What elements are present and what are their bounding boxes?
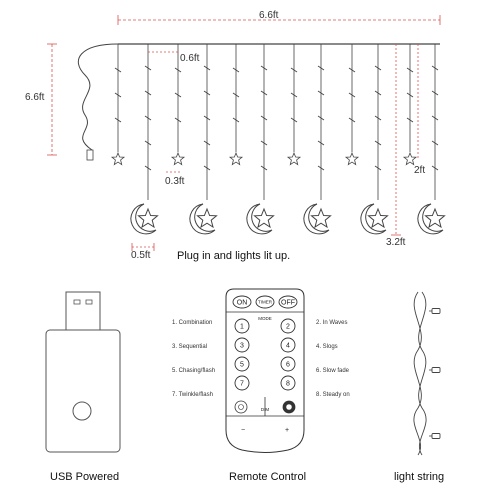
dim-label: DIM: [261, 407, 270, 412]
dim-down-button[interactable]: [234, 400, 248, 414]
mode-description: 1. Combination: [172, 320, 213, 326]
mode-button-label: 7: [240, 381, 244, 388]
led-bulb-icon: [428, 433, 441, 439]
drop-spacing-label: 0.6ft: [180, 53, 200, 64]
mode-description: 6. Slow fade: [316, 368, 350, 374]
mode-button-label: 5: [240, 362, 244, 369]
sun-bright-icon: [286, 404, 292, 410]
moon-star-icon: [246, 203, 274, 235]
short-drop-label: 2ft: [414, 165, 426, 176]
mode-button-3[interactable]: [234, 337, 250, 353]
light-drops: [111, 44, 445, 235]
moon-star-icon: [303, 203, 331, 235]
on-label: ON: [237, 300, 248, 307]
star-spacing-label: 0.3ft: [165, 176, 185, 187]
remote-number-buttons: 1 2 3 4 5 6 7 8: [234, 318, 296, 391]
mode-button-5[interactable]: [234, 356, 250, 372]
star-icon: [111, 152, 125, 166]
plus-label: +: [285, 427, 289, 434]
light-string-icon: [413, 291, 441, 456]
mode-description: 3. Sequential: [172, 344, 208, 350]
mode-description: 2. In Waves: [316, 320, 348, 326]
headline: Plug in and lights lit up.: [177, 250, 291, 262]
mode-button-1[interactable]: [234, 318, 250, 334]
remote-top-buttons: ON TIMER OFF MODE: [232, 295, 298, 321]
mode-button-8[interactable]: [280, 375, 296, 391]
mode-label: MODE: [258, 316, 272, 321]
mode-description: 7. Twinkle/flash: [172, 392, 213, 398]
long-drop-dimension: [391, 44, 401, 236]
led-bulb-icon: [428, 308, 441, 314]
sun-icon: [238, 404, 244, 410]
mode-button-label: 4: [286, 343, 290, 350]
minus-label: −: [241, 427, 245, 434]
star-icon: [345, 152, 359, 166]
on-button[interactable]: [232, 295, 252, 309]
moon-star-icon: [189, 203, 217, 235]
remote-icon: [225, 288, 305, 453]
string-caption: light string: [394, 471, 445, 483]
moon-star-icon: [360, 203, 388, 235]
total-height-label: 6.6ft: [25, 92, 45, 103]
moon-width-label: 0.5ft: [131, 250, 151, 261]
off-label: OFF: [281, 300, 295, 307]
moon-width-dimension: [131, 243, 155, 251]
usb-plug-icon: [45, 291, 121, 453]
width-dimension: [117, 15, 441, 25]
timer-label: TIMER: [258, 300, 273, 305]
off-button[interactable]: [278, 295, 298, 309]
mode-button-label: 8: [286, 381, 290, 388]
mode-description: 4. Slogs: [316, 344, 338, 350]
moon-star-icon: [417, 203, 445, 235]
timer-button[interactable]: [255, 295, 275, 309]
mode-button-6[interactable]: [280, 356, 296, 372]
mode-button-label: 1: [240, 324, 244, 331]
mode-description: 5. Chasing/flash: [172, 368, 216, 374]
usb-caption: USB Powered: [50, 471, 120, 483]
moon-star-icon: [130, 203, 158, 235]
mode-button-label: 6: [286, 362, 290, 369]
remote-caption: Remote Control: [229, 471, 307, 483]
remote-dim-area: DIM − +: [234, 400, 296, 434]
mode-button-7[interactable]: [234, 375, 250, 391]
long-drop-label: 3.2ft: [386, 237, 406, 248]
height-dimension: [47, 43, 57, 156]
star-icon: [171, 152, 185, 166]
led-bulb-icon: [428, 367, 441, 373]
mode-button-label: 3: [240, 343, 244, 350]
mode-button-2[interactable]: [280, 318, 296, 334]
star-icon: [229, 152, 243, 166]
mode-description: 8. Steady on: [316, 392, 350, 398]
star-icon: [287, 152, 301, 166]
star-icon: [403, 152, 417, 166]
total-width-label: 6.6ft: [259, 10, 279, 21]
cable-plug-icon: [86, 149, 94, 161]
mode-button-4[interactable]: [280, 337, 296, 353]
mode-button-label: 2: [286, 324, 290, 331]
power-cable: [77, 43, 119, 151]
